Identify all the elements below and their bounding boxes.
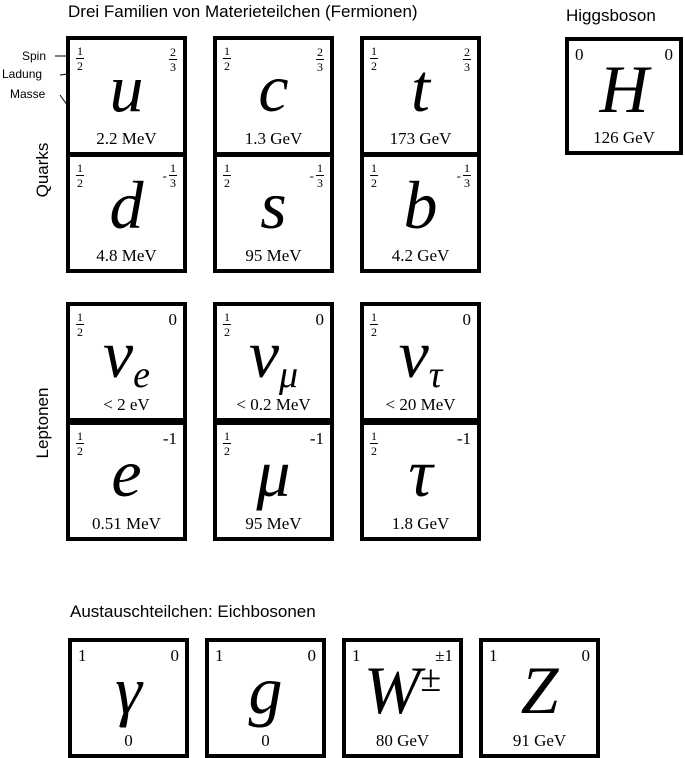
charge: ±1: [435, 646, 453, 665]
particle-symbol: g: [248, 652, 283, 728]
gauge-bosons-heading: Austauschteilchen: Eichbosonen: [70, 602, 316, 621]
legend-mass: Masse: [10, 87, 46, 101]
particle-mass: 0.51 MeV: [92, 514, 161, 533]
particle-mass: < 0.2 MeV: [236, 395, 311, 414]
charge: -1: [456, 429, 471, 448]
particle-card-w-boson: 1 ±1 W± 80 GeV: [342, 638, 463, 758]
particle-symbol: d: [109, 167, 144, 243]
particle-mass: 0: [124, 731, 133, 750]
particle-mass: < 2 eV: [103, 395, 150, 414]
charge: -1: [162, 429, 177, 448]
fermions-heading: Drei Familien von Materieteilchen (Fermi…: [68, 2, 418, 21]
particle-symbol: νe: [102, 316, 151, 396]
charge: -1: [309, 429, 324, 448]
particle-symbol: c: [258, 50, 289, 126]
charge: 0: [315, 310, 325, 329]
legend-spin: Spin: [22, 49, 47, 63]
particle-mass: < 20 MeV: [385, 395, 456, 414]
particle-mass: 4.8 MeV: [96, 246, 157, 265]
particle-symbol: νμ: [248, 316, 299, 396]
spin: 1: [489, 646, 498, 665]
legend-charge: Ladung: [2, 67, 43, 81]
particle-symbol: t: [411, 50, 430, 126]
particle-symbol: s: [260, 167, 287, 243]
particle-mass: 4.2 GeV: [391, 246, 450, 265]
charge: 0: [581, 646, 591, 665]
particle-card-z-boson: 1 0 Z 91 GeV: [479, 638, 600, 758]
particle-symbol: τ: [408, 435, 433, 511]
particle-card-gluon: 1 0 g 0: [205, 638, 326, 758]
particle-card-photon: 1 0 γ 0: [68, 638, 189, 758]
leptons-label: Leptonen: [33, 387, 52, 459]
particle-symbol: γ: [115, 652, 142, 728]
particle-symbol: u: [109, 50, 144, 126]
charge: 0: [168, 310, 178, 329]
higgs-heading: Higgsboson: [566, 6, 656, 25]
particle-mass: 1.8 GeV: [391, 514, 450, 533]
particle-symbol: b: [403, 167, 438, 243]
particle-symbol: μ: [256, 435, 291, 511]
spin: 1: [215, 646, 224, 665]
particle-mass: 95 MeV: [245, 514, 302, 533]
particle-symbol: Z: [520, 652, 559, 728]
charge: 0: [664, 45, 674, 64]
particle-mass: 173 GeV: [389, 129, 452, 148]
spin: 1: [352, 646, 361, 665]
charge: 0: [307, 646, 317, 665]
particle-mass: 95 MeV: [245, 246, 302, 265]
particle-symbol: W±: [363, 652, 442, 728]
particle-symbol: ντ: [398, 316, 443, 396]
particle-mass: 126 GeV: [593, 128, 655, 147]
particle-card-higgs-boson: 0 0 H 126 GeV: [565, 37, 683, 155]
particle-mass: 1.3 GeV: [244, 129, 303, 148]
charge: 0: [170, 646, 180, 665]
particle-mass: 91 GeV: [512, 731, 567, 750]
particle-mass: 0: [261, 731, 270, 750]
spin: 0: [575, 45, 584, 64]
charge: 0: [462, 310, 472, 329]
quarks-label: Quarks: [33, 142, 52, 198]
spin: 1: [78, 646, 87, 665]
particle-mass: 2.2 MeV: [96, 129, 157, 148]
particle-mass: 80 GeV: [375, 731, 430, 750]
particle-symbol: e: [111, 435, 142, 511]
particle-symbol: H: [599, 51, 649, 127]
